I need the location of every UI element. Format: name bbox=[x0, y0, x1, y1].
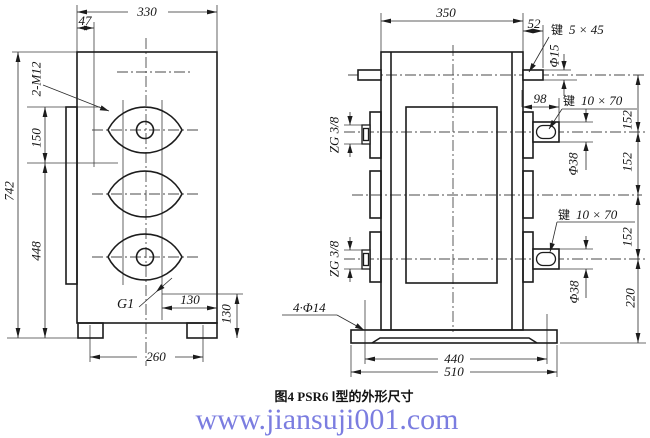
oil-plug-2-cap bbox=[362, 252, 370, 267]
foot-left bbox=[77, 322, 104, 339]
side-ledge bbox=[65, 106, 78, 285]
dim-output-dia-2: Φ38 bbox=[567, 280, 582, 303]
dim-input-dia: Φ15 bbox=[547, 44, 562, 67]
shaft-bore-bottom bbox=[135, 247, 155, 267]
bearing-boss-middle bbox=[107, 170, 183, 218]
bearing-boss bbox=[522, 231, 534, 283]
bearing-boss-top bbox=[107, 106, 183, 154]
base-recess bbox=[371, 337, 538, 344]
front-view-body bbox=[65, 51, 218, 339]
side-view-centerlines bbox=[344, 45, 646, 332]
dim-side-width: 350 bbox=[435, 5, 456, 20]
oil-plug-label-2: ZG 3/8 bbox=[327, 240, 342, 277]
side-view-labels: 键 5 × 45 键 10 × 70 键 10 × 70 4·Φ14 bbox=[282, 22, 637, 333]
bearing-boss bbox=[369, 231, 382, 283]
key-input-prefix: 键 bbox=[551, 23, 563, 37]
dim-shaft-spacing-1: 152 bbox=[620, 110, 635, 130]
leader-arrow bbox=[99, 105, 110, 114]
dim-shaft-spacing-2: 152 bbox=[620, 152, 635, 172]
bearing-boss bbox=[522, 170, 534, 219]
dim-input-ext: 52 bbox=[528, 16, 542, 31]
dim-foot-span: 260 bbox=[146, 349, 166, 364]
dim-drain-height: 130 bbox=[219, 304, 234, 324]
dim-hole-spacing: 150 bbox=[29, 128, 44, 148]
bearing-boss bbox=[369, 111, 382, 159]
front-view-dimensions: 330 47 742 150 448 130 130 260 bbox=[2, 4, 240, 364]
dim-lower-height: 448 bbox=[29, 241, 44, 261]
oil-plug-1-cap bbox=[362, 127, 370, 142]
bearing-boss bbox=[522, 111, 534, 159]
dim-output-dia-1: Φ38 bbox=[566, 152, 581, 175]
keyway-1 bbox=[535, 124, 557, 140]
input-shaft-rear bbox=[357, 69, 382, 81]
housing-front-body bbox=[76, 51, 218, 324]
bearing-boss-bottom bbox=[107, 233, 183, 281]
bearing-boss bbox=[369, 170, 382, 219]
base-holes-label: 4·Φ14 bbox=[293, 300, 326, 315]
front-view: 330 47 742 150 448 130 130 260 2-M12 G1 bbox=[2, 4, 243, 366]
front-view-labels: 2-M12 G1 bbox=[29, 61, 173, 312]
dim-shaft-to-base: 220 bbox=[623, 288, 638, 308]
side-view-dimensions: 350 52 98 152 152 152 220 440 510 bbox=[327, 5, 641, 379]
side-view-body bbox=[350, 51, 560, 344]
key-output-1-prefix: 键 bbox=[563, 94, 575, 108]
foot-right bbox=[186, 322, 218, 339]
watermark: www.jiansuji001.com bbox=[195, 403, 458, 436]
key-input-size: 5 × 45 bbox=[569, 22, 604, 37]
figure-caption: 图4 PSR6 Ⅰ型的外形尺寸 bbox=[275, 389, 414, 404]
front-view-centerlines bbox=[92, 38, 200, 366]
input-shaft bbox=[522, 69, 544, 81]
side-panel bbox=[405, 106, 498, 284]
dim-overall-height: 742 bbox=[2, 181, 17, 201]
dim-hole-offset: 47 bbox=[79, 13, 93, 28]
front-view-extension-lines bbox=[7, 5, 243, 362]
oil-plug-label-1: ZG 3/8 bbox=[327, 116, 342, 153]
dim-base-width: 510 bbox=[444, 364, 464, 379]
side-view-extension-lines bbox=[344, 13, 646, 377]
side-view: 350 52 98 152 152 152 220 440 510 bbox=[282, 5, 646, 379]
dim-drain-offset: 130 bbox=[180, 292, 200, 307]
dim-bolt-span: 440 bbox=[444, 351, 464, 366]
keyway-2 bbox=[535, 251, 557, 267]
dim-output-ext: 98 bbox=[534, 91, 548, 106]
key-output-2-prefix: 键 bbox=[558, 208, 570, 222]
tapped-holes-label: 2-M12 bbox=[29, 61, 44, 96]
shaft-bore-top bbox=[135, 120, 155, 140]
housing-side-body bbox=[380, 51, 524, 331]
base-plate bbox=[350, 329, 558, 344]
dim-front-width: 330 bbox=[136, 4, 157, 19]
dim-shaft-spacing-3: 152 bbox=[620, 227, 635, 247]
key-output-2-size: 10 × 70 bbox=[576, 207, 618, 222]
drain-plug-label: G1 bbox=[117, 297, 134, 312]
key-output-1-size: 10 × 70 bbox=[581, 93, 623, 108]
